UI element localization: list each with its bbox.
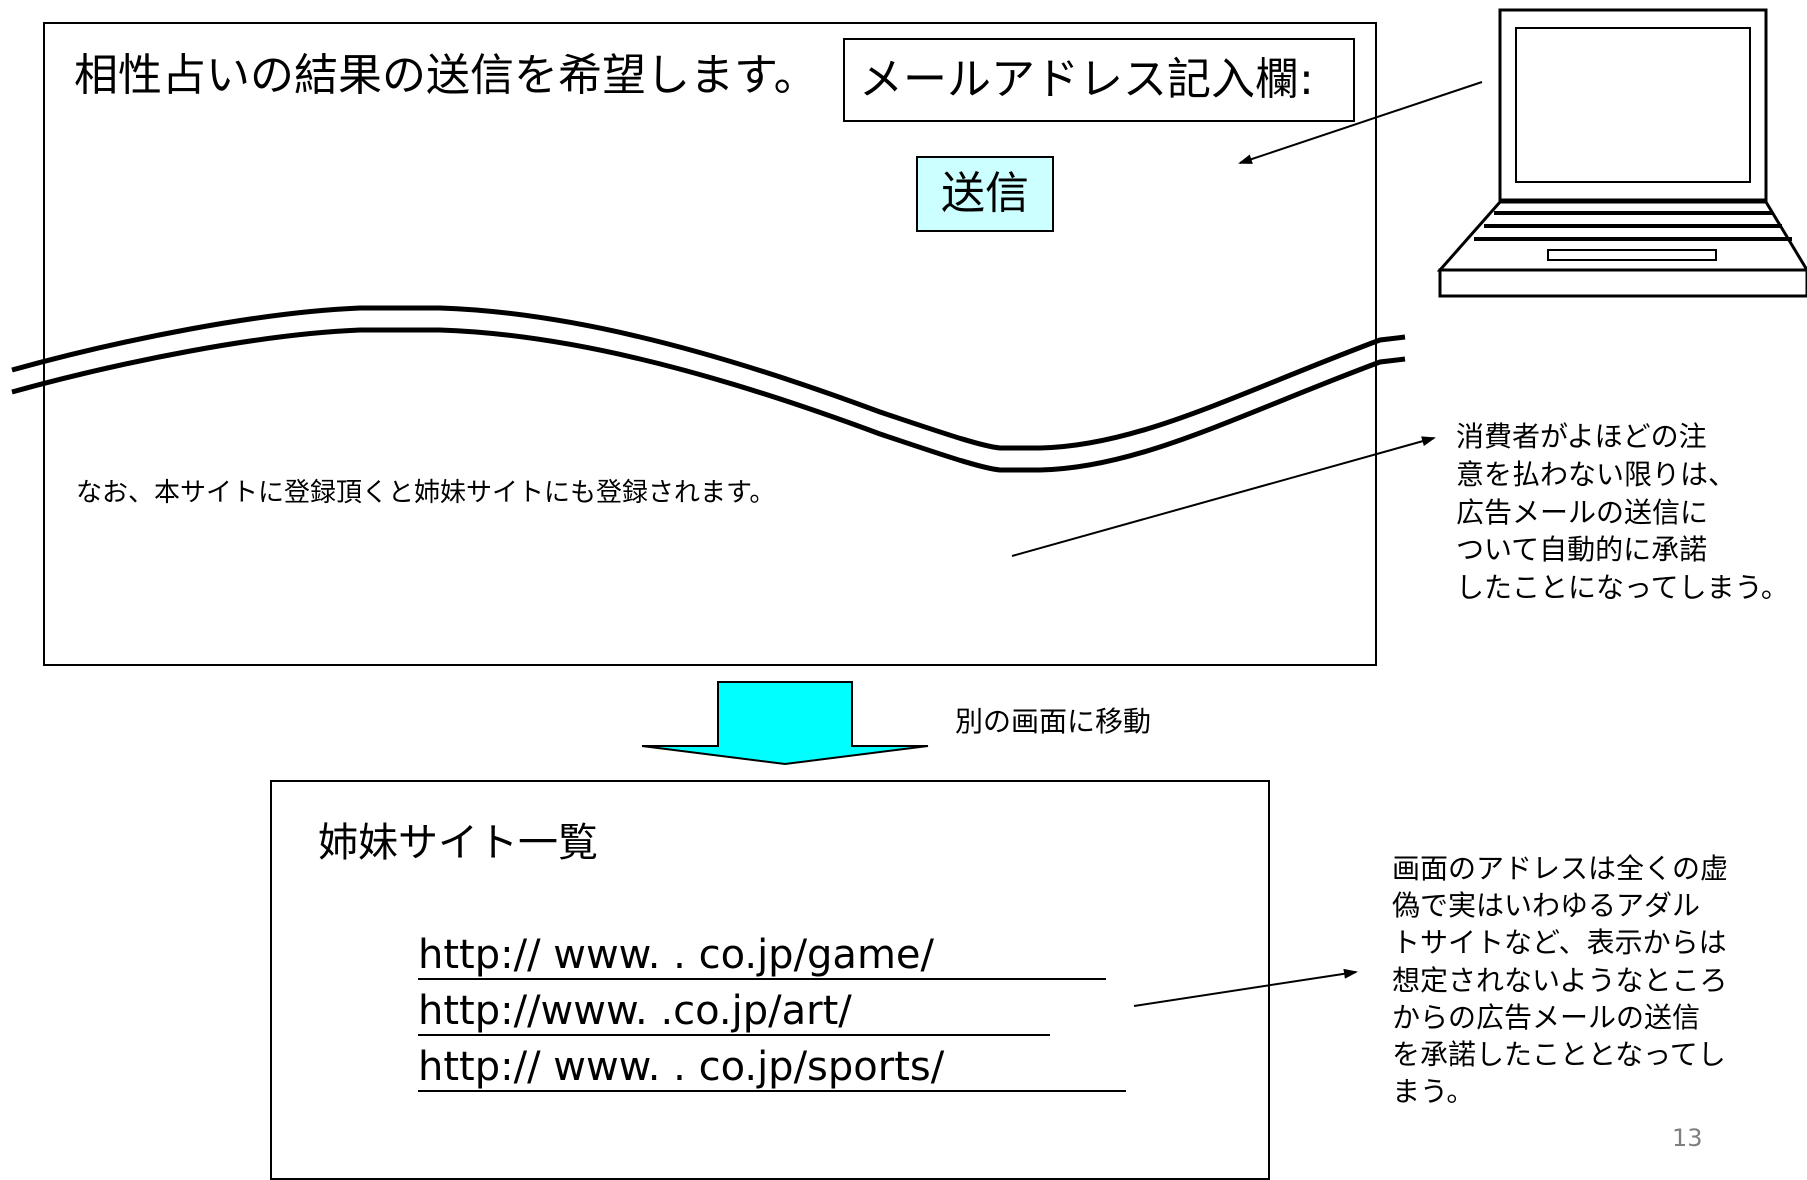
annotation-line: からの広告メールの送信 xyxy=(1392,1000,1701,1034)
email-field[interactable]: メールアドレス記入欄: xyxy=(843,38,1355,122)
annotation-line: 広告メールの送信に xyxy=(1456,495,1709,529)
link-underline xyxy=(418,1034,1050,1036)
link-underline xyxy=(418,1090,1126,1092)
annotation-line: 消費者がよほどの注 xyxy=(1456,420,1707,453)
move-screen-label: 別の画面に移動 xyxy=(955,705,1152,738)
send-button[interactable]: 送信 xyxy=(916,156,1054,232)
consumer-consent-annotation: 消費者がよほどの注 意を払わない限りは、 広告メールの送信に ついて自動的に承諾… xyxy=(1456,418,1789,607)
annotation-line: 偽で実はいわゆるアダル xyxy=(1392,889,1701,923)
annotation-line: したことになってしまう。 xyxy=(1456,571,1789,605)
annotation-line: 画面のアドレスは全くの虚 xyxy=(1392,852,1729,885)
pointer-arrow xyxy=(1133,968,1358,1007)
network-cable xyxy=(11,305,1406,473)
move-down-arrow xyxy=(641,681,929,766)
annotation-line: まう。 xyxy=(1392,1075,1475,1109)
registration-note: なお、本サイトに登録頂くと姉妹サイトにも登録されます。 xyxy=(76,478,776,508)
annotation-line: を承諾したこととなってし xyxy=(1392,1038,1726,1072)
annotation-line: 意を払わない限りは、 xyxy=(1456,457,1737,491)
sister-site-heading: 姉妹サイト一覧 xyxy=(318,820,598,866)
sister-site-link-game[interactable]: http:// www. . co.jp/game/ xyxy=(418,932,934,978)
pointer-arrow xyxy=(1011,436,1436,557)
annotation-line: トサイトなど、表示からは xyxy=(1392,926,1727,960)
laptop-icon xyxy=(1436,8,1807,298)
annotation-line: 想定されないようなところ xyxy=(1392,963,1728,997)
annotation-line: ついて自動的に承諾 xyxy=(1456,533,1708,567)
top-screen-panel xyxy=(43,22,1377,666)
top-screen-heading: 相性占いの結果の送信を希望します。 xyxy=(74,50,818,101)
sister-site-link-art[interactable]: http://www. .co.jp/art/ xyxy=(418,988,852,1034)
fake-address-annotation: 画面のアドレスは全くの虚 偽で実はいわゆるアダル トサイトなど、表示からは 想定… xyxy=(1392,850,1728,1111)
sister-site-link-sports[interactable]: http:// www. . co.jp/sports/ xyxy=(418,1044,945,1090)
page-number: 13 xyxy=(1672,1124,1703,1152)
link-underline xyxy=(418,978,1106,980)
pointer-arrow xyxy=(1238,81,1483,164)
